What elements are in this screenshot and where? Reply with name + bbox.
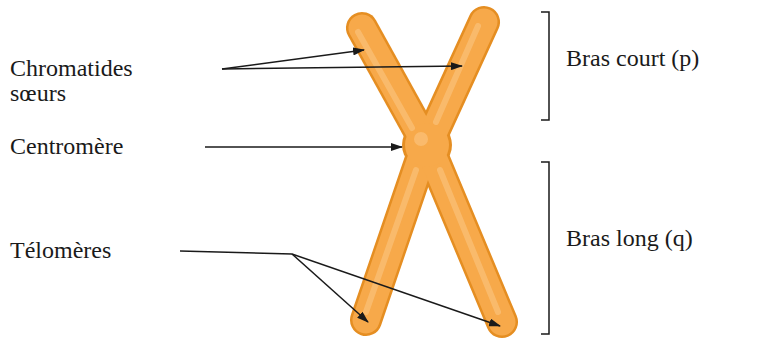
leader-line: [205, 146, 402, 148]
part-label: Télomères: [10, 238, 180, 263]
leader-line: [292, 254, 368, 322]
brackets: [541, 12, 549, 334]
bracket: [541, 12, 549, 120]
leader-line: [180, 251, 292, 254]
leader-line: [292, 254, 500, 326]
leader-line: [222, 50, 364, 69]
part-label: Chromatides sœurs: [10, 56, 150, 106]
part-label: Centromère: [10, 134, 200, 159]
bracket: [541, 162, 549, 334]
leader-lines: [180, 50, 500, 326]
leader-line: [222, 66, 462, 69]
arm-label: Bras court (p): [566, 46, 766, 71]
arm-label: Bras long (q): [566, 226, 766, 251]
